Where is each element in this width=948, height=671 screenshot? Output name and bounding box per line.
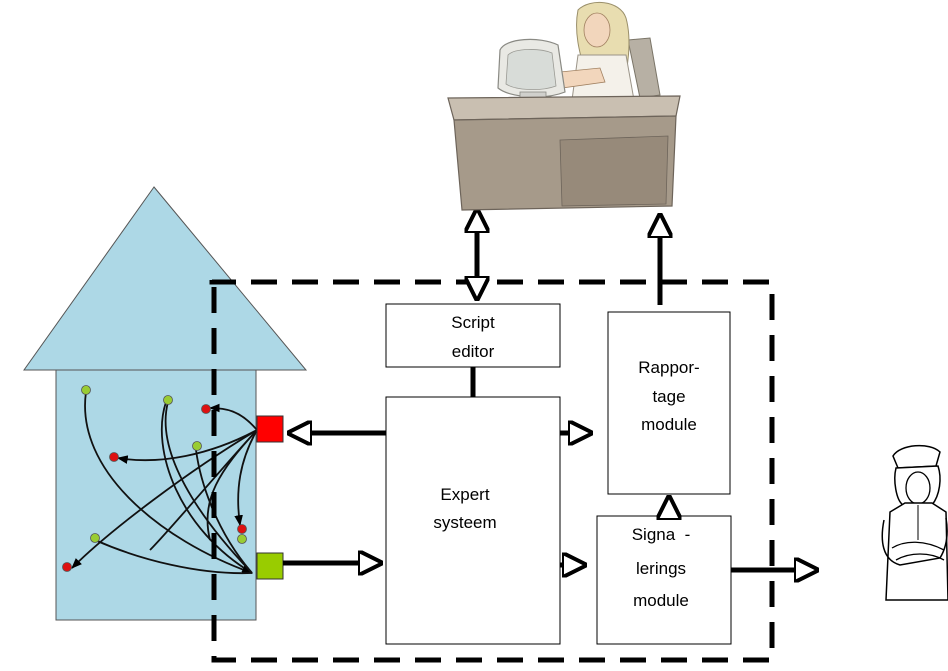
green-dot — [192, 441, 202, 451]
red-dot — [237, 524, 247, 534]
script-editor-line2: editor — [452, 342, 495, 361]
curve — [206, 429, 258, 541]
green-dot — [163, 395, 173, 405]
signal-module-box: Signa - lerings module — [596, 515, 732, 645]
expert-system-line1: Expert — [440, 485, 489, 504]
sensor-dots — [62, 385, 247, 572]
green-dot — [81, 385, 91, 395]
curve — [160, 401, 253, 574]
script-editor-line1: Script — [451, 313, 495, 332]
red-dot — [62, 562, 72, 572]
curve — [234, 429, 258, 527]
curve — [84, 391, 254, 574]
actuator-red-square — [256, 415, 284, 443]
arrows — [283, 213, 814, 570]
curve — [116, 429, 258, 464]
sensor-green-square — [256, 552, 284, 580]
green-dot — [237, 534, 247, 544]
curve — [208, 403, 258, 431]
report-module-box: Rappor- tage module — [607, 311, 731, 495]
expert-system-line2: systeem — [433, 513, 496, 532]
signal-module-line3: module — [633, 591, 689, 610]
report-module-line2: tage — [652, 387, 685, 406]
house-body — [55, 369, 257, 621]
operator-at-desk-illustration — [447, 1, 681, 211]
nurse-illustration — [881, 444, 948, 601]
red-dot — [109, 452, 119, 462]
sensor-connection-curves — [71, 391, 258, 575]
script-editor-box: Script editor — [385, 303, 561, 368]
signal-module-line2: lerings — [636, 559, 686, 578]
house-roof — [23, 186, 308, 371]
curve — [71, 429, 258, 569]
report-module-line3: module — [641, 415, 697, 434]
report-module-line1: Rappor- — [638, 358, 699, 377]
signal-module-line1: Signa - — [632, 525, 691, 544]
curve — [94, 539, 253, 575]
house — [23, 186, 308, 621]
expert-system-box: Expert systeem — [385, 396, 561, 645]
system-boundary-dashed — [209, 279, 775, 663]
red-dot — [201, 404, 211, 414]
green-dot — [90, 533, 100, 543]
